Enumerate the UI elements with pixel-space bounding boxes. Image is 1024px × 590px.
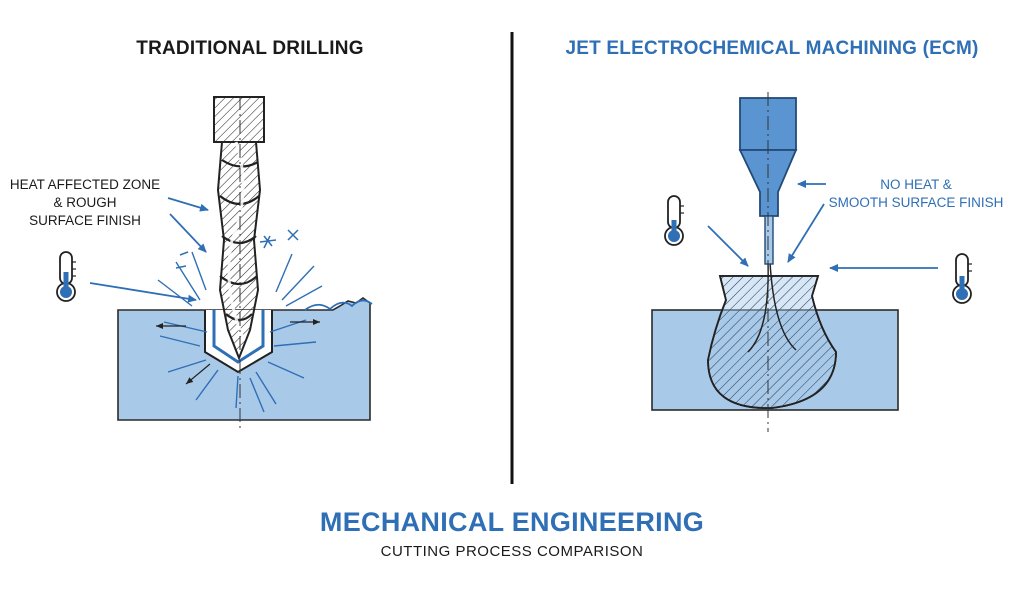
no-heat-arrow (787, 203, 825, 263)
thermometer-arrow (707, 225, 749, 267)
left-panel-title: TRADITIONAL DRILLING (136, 38, 364, 59)
thermometer-icon (952, 253, 972, 304)
callout-line: HEAT AFFECTED ZONE (9, 177, 161, 192)
callout-line: NO HEAT & (880, 177, 952, 192)
callout-line: SMOOTH SURFACE FINISH (828, 195, 1004, 210)
no-heat-callout: NO HEAT & SMOOTH SURFACE FINISH (818, 176, 1014, 212)
callout-line: SURFACE FINISH (29, 213, 141, 228)
right-panel-title: JET ELECTROCHEMICAL MACHINING (ECM) (565, 38, 979, 59)
heat-zone-arrow (169, 213, 207, 253)
heat-affected-callout: HEAT AFFECTED ZONE & ROUGH SURFACE FINIS… (0, 176, 170, 230)
thermometer-arrow (89, 282, 197, 303)
thermometer-icon (56, 251, 76, 302)
ecm-cavity (707, 261, 837, 409)
heat-zone-arrow (167, 197, 209, 212)
footer-subtitle: CUTTING PROCESS COMPARISON (380, 543, 644, 560)
footer-title: MECHANICAL ENGINEERING (319, 507, 705, 537)
motion-arrows (156, 319, 320, 385)
callout-line: & ROUGH (53, 195, 117, 210)
heat-sparks (157, 251, 323, 413)
drill-chuck (213, 96, 265, 143)
chips-marks (175, 229, 299, 269)
thermometer-icon (664, 195, 684, 246)
